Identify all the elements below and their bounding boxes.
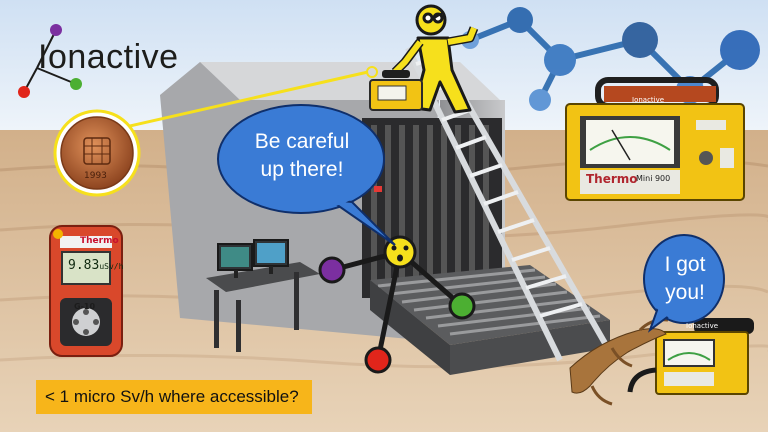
speech-careful-line2: up there! — [260, 158, 344, 181]
mascot-node-red — [364, 346, 392, 374]
caption-badge: < 1 micro Sv/h where accessible? — [36, 380, 312, 414]
g10-reading-unit: uSv/h — [99, 262, 124, 271]
mini900-tag-label: Ionactive — [632, 96, 665, 104]
g10-meter — [49, 225, 123, 357]
mascot-node-purple — [318, 256, 346, 284]
climbing-figure — [391, 4, 479, 114]
bottom-meter-tag-label: Ionactive — [686, 322, 719, 330]
operator-desk — [206, 239, 320, 352]
g10-reading: 9.83uSv/h — [68, 258, 123, 273]
g10-brand-label: Thermo — [80, 236, 119, 246]
speech-text-careful: Be careful up there! — [222, 128, 382, 184]
speech-careful-line1: Be careful — [254, 130, 350, 153]
speech-bubble-careful — [217, 104, 396, 246]
mascot-head — [383, 235, 417, 269]
g10-reading-value: 9.83 — [68, 258, 100, 273]
speech-text-got-you: I got you! — [650, 251, 720, 307]
handheld-meter-top — [366, 66, 423, 111]
molecule-mascot — [318, 235, 476, 374]
speech-got-you-line1: I got — [664, 253, 706, 276]
logo-node-red — [18, 86, 30, 98]
g10-model-label: G-10 — [74, 302, 96, 311]
logo-node-purple — [50, 24, 62, 36]
mini900-meter — [565, 77, 745, 201]
speech-got-you-line2: you! — [665, 281, 705, 304]
speech-bubble-got-you — [643, 234, 725, 333]
logo-mark — [18, 24, 82, 98]
mini900-brand-label: Thermo — [586, 172, 638, 186]
mascot-node-green — [448, 292, 476, 320]
bottom-right-meter — [627, 318, 754, 395]
pointer-line — [111, 70, 369, 132]
penny-coin — [53, 109, 141, 197]
mini900-model-label: Mini 900 — [636, 174, 671, 183]
logo-text: Ionactive — [38, 38, 179, 76]
coin-year: 1993 — [84, 171, 107, 181]
logo-node-green — [70, 78, 82, 90]
